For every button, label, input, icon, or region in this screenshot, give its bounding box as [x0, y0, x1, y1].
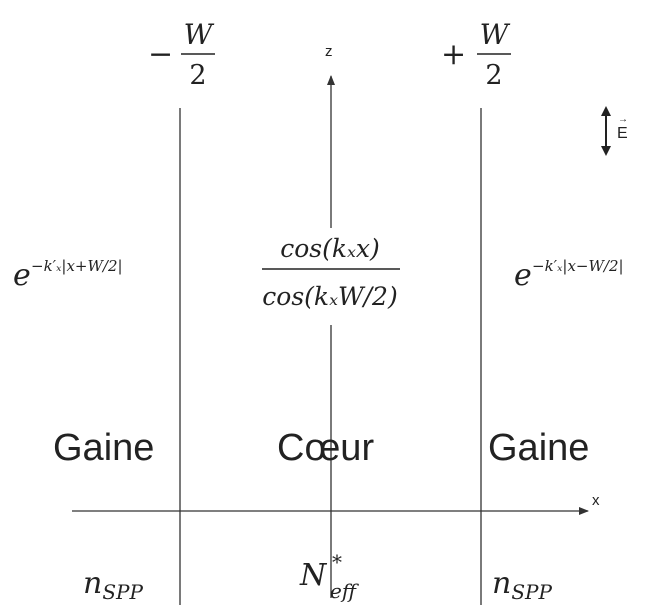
index-center-sub: eff — [330, 579, 360, 603]
left-field-base: e — [13, 258, 31, 293]
arrow-up-icon — [601, 106, 611, 116]
e-field-label: E — [617, 125, 628, 142]
arrow-down-icon — [601, 146, 611, 156]
index-right-base: n — [492, 566, 511, 601]
region-label-left: Gaine — [53, 427, 154, 469]
index-left-sub: SPP — [102, 580, 143, 604]
index-left-base: n — [83, 566, 102, 601]
right-boundary-denominator: 2 — [485, 60, 502, 91]
index-right: nSPP — [492, 566, 552, 604]
right-boundary-sign: + — [441, 37, 466, 72]
x-axis-label: x — [592, 492, 600, 509]
index-left: nSPP — [83, 566, 143, 604]
region-label-right: Gaine — [488, 427, 589, 469]
right-boundary-numerator: W — [480, 18, 511, 51]
left-field-exponent: −k′ₓ|x+W/2| — [31, 257, 123, 275]
z-axis-label: z — [325, 43, 333, 60]
left-boundary-numerator: W — [184, 18, 215, 51]
left-boundary-denominator: 2 — [189, 60, 206, 91]
index-center: N — [299, 558, 328, 593]
right-field-base: e — [514, 258, 532, 293]
index-center-sup: * — [332, 550, 342, 574]
left-field-expression: e −k′ₓ|x+W/2| — [13, 257, 123, 293]
left-boundary-label: − W 2 — [148, 18, 215, 91]
right-field-exponent: −k′ₓ|x−W/2| — [532, 257, 624, 275]
core-field-denominator: cos(kₓW/2) — [262, 282, 397, 311]
index-right-sub: SPP — [511, 580, 552, 604]
right-field-expression: e −k′ₓ|x−W/2| — [514, 257, 624, 293]
field-polarization-indicator: → E — [601, 106, 628, 156]
right-boundary-label: + W 2 — [441, 18, 511, 91]
e-field-accent: → — [618, 114, 628, 125]
core-field-expression: cos(kₓx) cos(kₓW/2) — [262, 234, 400, 311]
core-field-numerator: cos(kₓx) — [280, 234, 380, 263]
index-center-base: N — [299, 558, 328, 593]
left-boundary-sign: − — [148, 37, 173, 72]
region-label-center: Cœur — [277, 427, 374, 469]
